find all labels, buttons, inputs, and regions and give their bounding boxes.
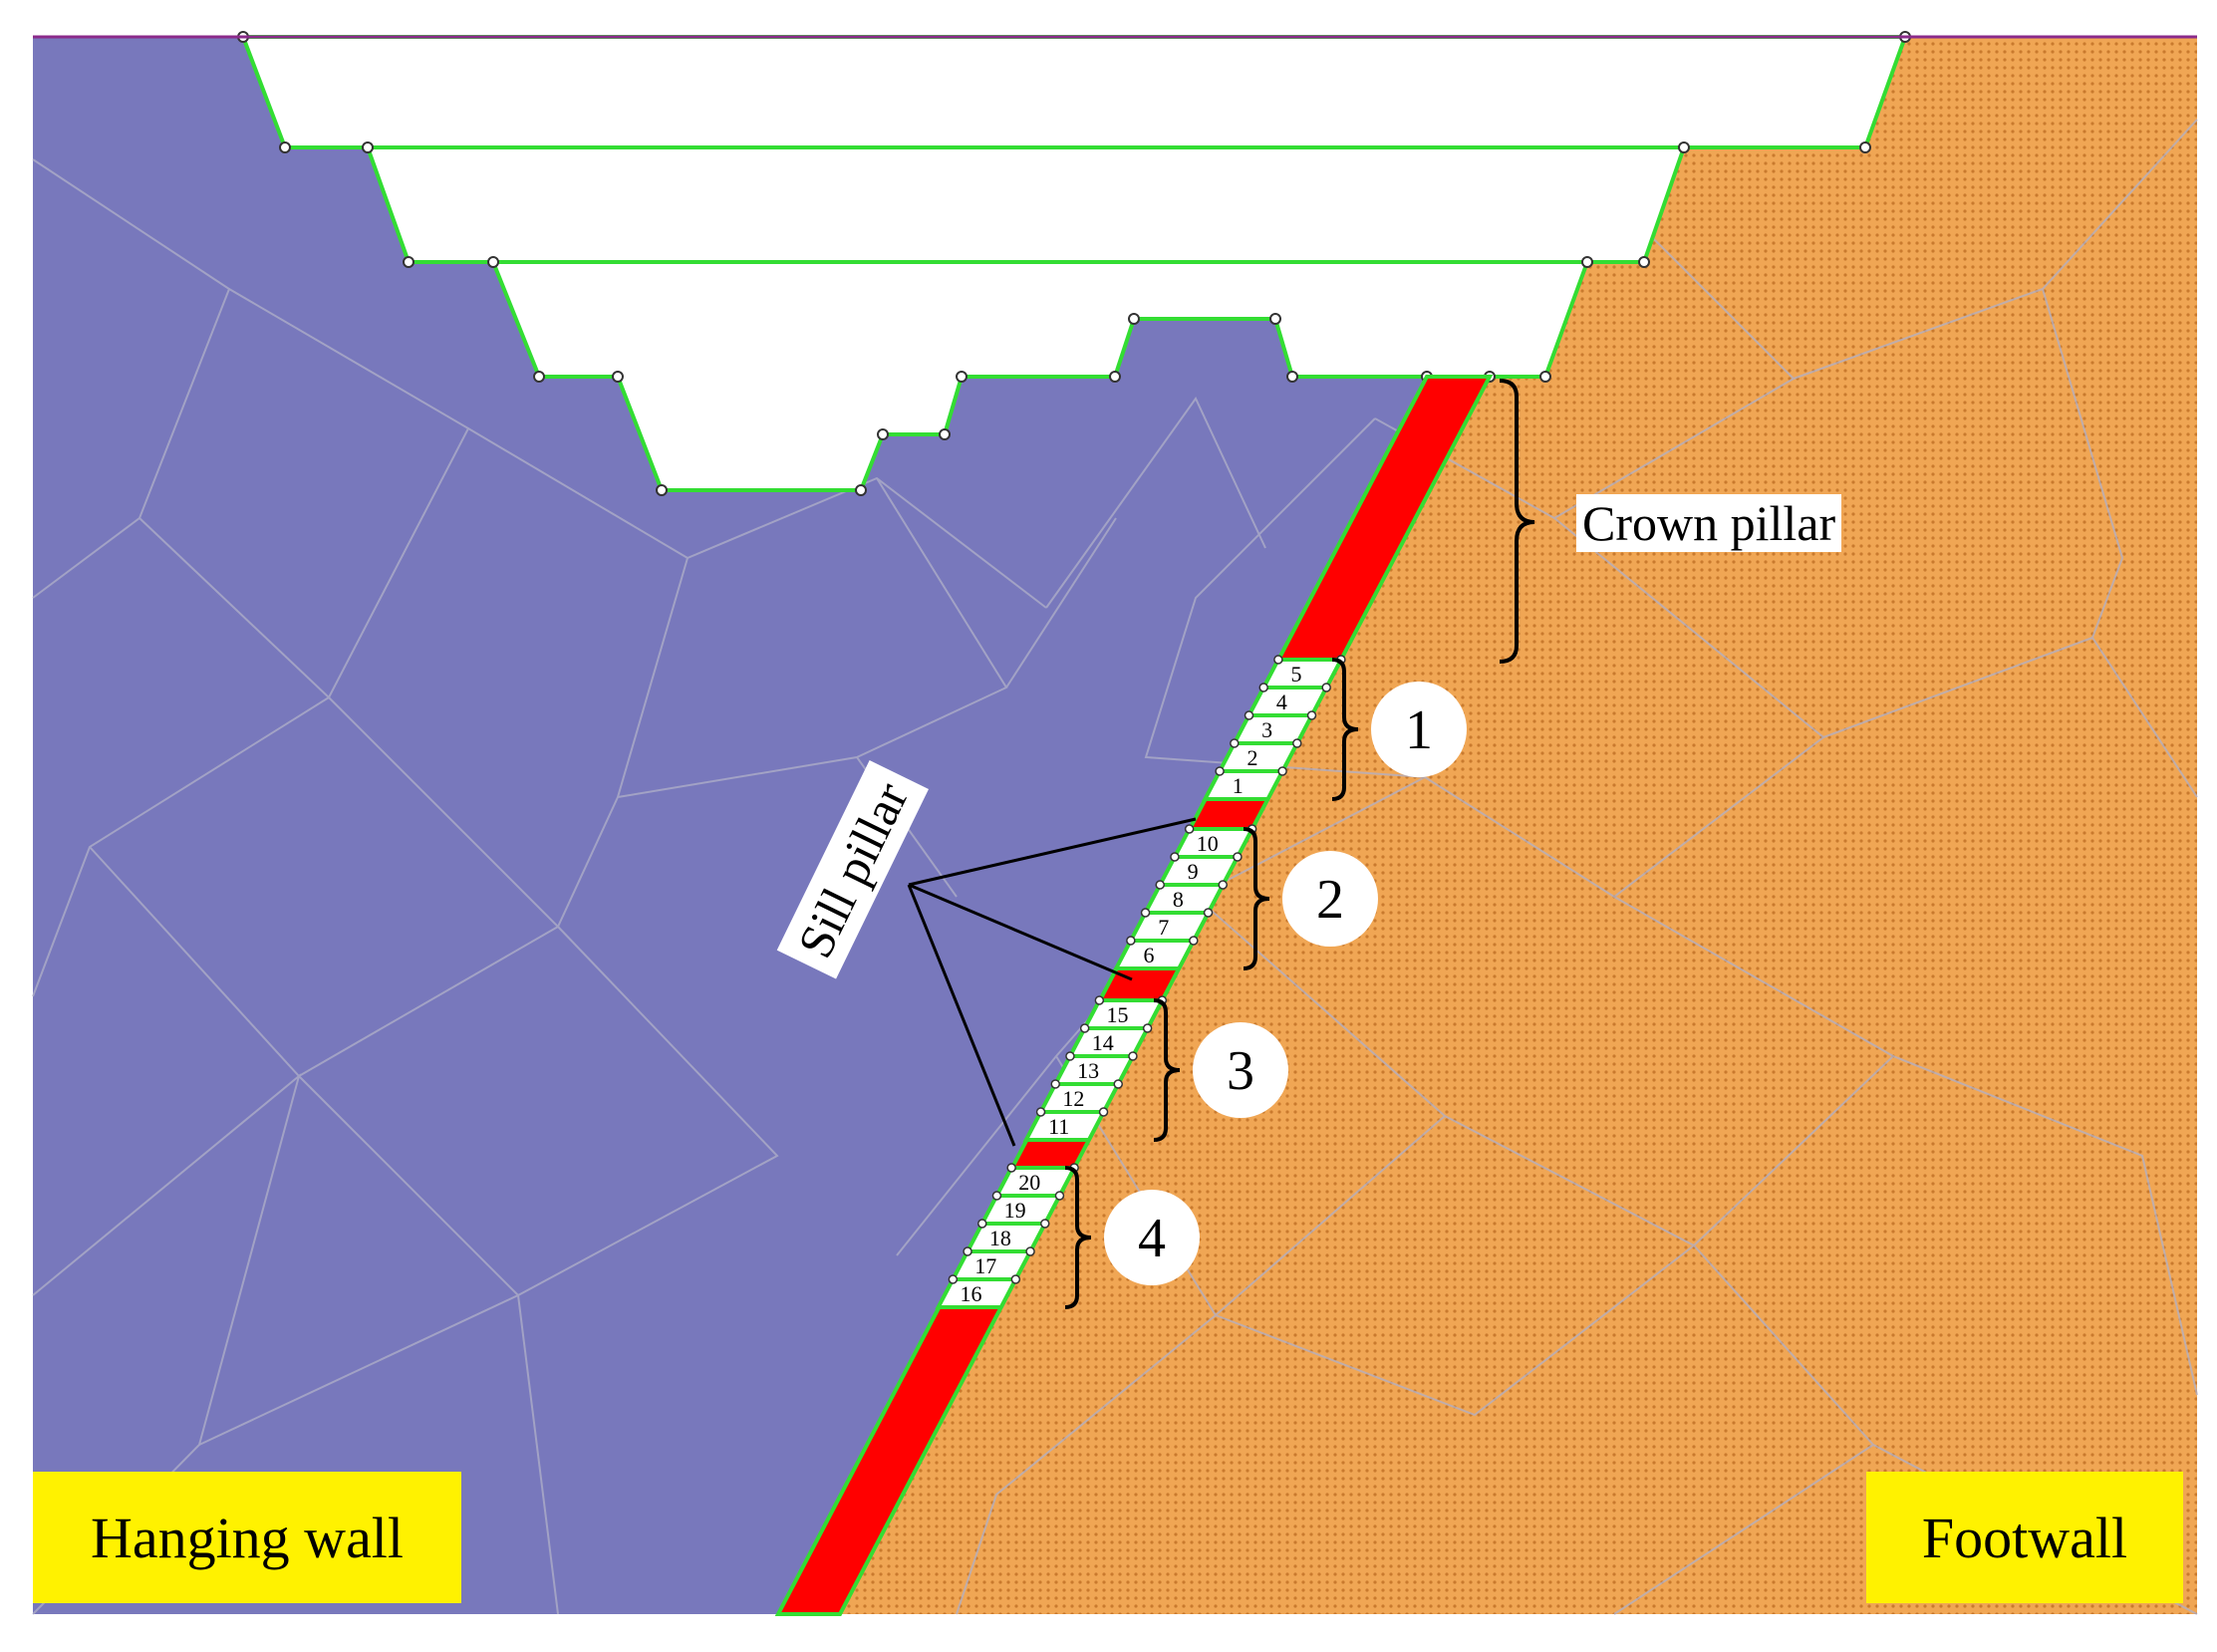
- stope-number: 5: [1291, 662, 1302, 687]
- group-circle: [1371, 682, 1467, 777]
- group-circle: [1282, 851, 1378, 947]
- stope-number: 8: [1173, 887, 1184, 912]
- stope-vertex: [1292, 738, 1302, 748]
- group-bracket: [1331, 658, 1359, 801]
- stope-vertex: [1079, 1023, 1090, 1033]
- group-circle: [1193, 1022, 1288, 1118]
- stope-number: 16: [961, 1281, 982, 1306]
- stope-vertex: [1098, 1107, 1109, 1117]
- stope-number: 17: [974, 1253, 996, 1278]
- stope-number: 7: [1158, 915, 1169, 940]
- stope-vertex: [1189, 936, 1199, 946]
- stope-cell: [1231, 713, 1315, 745]
- stope-vertex: [1142, 1023, 1153, 1033]
- group-bracket: [1153, 998, 1181, 1142]
- stope-vertex: [1155, 880, 1165, 890]
- stope-cell: [935, 1277, 1019, 1309]
- stope-vertex: [1140, 908, 1151, 918]
- stope-number: 18: [989, 1226, 1011, 1250]
- footwall-label: Footwall: [1866, 1472, 2183, 1603]
- stope-vertex: [1128, 1051, 1138, 1061]
- stope-vertex: [1126, 936, 1136, 946]
- stope-vertex: [1321, 683, 1331, 692]
- stope-cell: [1246, 686, 1330, 717]
- hanging-wall-region: [33, 37, 1490, 1614]
- stope-cell: [1259, 658, 1345, 689]
- stope-vertex: [1113, 1079, 1123, 1089]
- stope-vertex: [1258, 683, 1268, 692]
- stope-number: 4: [1276, 689, 1287, 714]
- stope-number: 11: [1048, 1114, 1069, 1139]
- stope-vertex: [948, 1274, 959, 1284]
- group-bracket: [1243, 827, 1270, 970]
- group-bracket: [1064, 1166, 1092, 1309]
- stope-number: 3: [1261, 717, 1272, 742]
- stope-vertex: [1184, 824, 1195, 834]
- stope-number: 6: [1144, 943, 1155, 967]
- stope-number: 20: [1018, 1170, 1040, 1195]
- stope-number: 1: [1233, 773, 1244, 798]
- stope-number: 14: [1092, 1030, 1114, 1055]
- mesh-lines: [32, 119, 2198, 1615]
- stope-vertex: [1054, 1191, 1065, 1201]
- stope-vertex: [1094, 995, 1105, 1005]
- stope-number: 19: [1004, 1198, 1026, 1223]
- group-number: 3: [1227, 1040, 1254, 1102]
- stope-vertex: [963, 1246, 972, 1256]
- stope-vertex: [977, 1219, 987, 1229]
- stope-cell: [1022, 1110, 1107, 1142]
- group-circle: [1104, 1190, 1200, 1285]
- stope-vertex: [1040, 1219, 1050, 1229]
- stope-vertex: [1035, 1107, 1046, 1117]
- sill-pillar-pointers: [907, 817, 1197, 1147]
- group-number: 2: [1316, 869, 1344, 931]
- stope-number: 13: [1077, 1058, 1099, 1083]
- stope-cell: [1156, 855, 1242, 887]
- stope-vertex: [1218, 880, 1228, 890]
- stope-cell: [1202, 769, 1286, 801]
- stope-vertex: [1006, 1163, 1016, 1173]
- stope-vertex: [1230, 738, 1240, 748]
- stope-vertex: [1050, 1079, 1060, 1089]
- crown-pillar-label: Crown pillar: [1576, 494, 1842, 552]
- stope-cell: [1112, 939, 1198, 970]
- stope-vertex: [1273, 655, 1283, 665]
- stope-vertex: [1065, 1051, 1075, 1061]
- stope-vertex: [1215, 766, 1225, 776]
- stope-vertex: [1203, 908, 1214, 918]
- stope-cell: [1142, 883, 1227, 915]
- stope-number: 2: [1247, 745, 1257, 770]
- stope-vertex: [1010, 1274, 1021, 1284]
- stope-vertex: [991, 1191, 1002, 1201]
- hanging-wall-label: Hanging wall: [33, 1472, 461, 1603]
- stope-vertex: [1170, 852, 1180, 862]
- stope-number: 9: [1188, 859, 1199, 884]
- group-number: 4: [1138, 1208, 1166, 1269]
- stope-vertex: [1244, 710, 1254, 720]
- crown-pillar-bracket: [1499, 379, 1535, 664]
- stope-cell: [1127, 911, 1212, 943]
- stope-vertex: [1277, 766, 1287, 776]
- stope-cell: [1216, 741, 1301, 773]
- stope-vertex: [1306, 710, 1317, 720]
- group-number: 1: [1405, 699, 1433, 761]
- stope-number: 15: [1107, 1002, 1129, 1027]
- stope-number: 10: [1197, 831, 1219, 856]
- stope-vertex: [1233, 852, 1243, 862]
- stope-number: 12: [1062, 1086, 1084, 1111]
- stope-vertex: [1025, 1246, 1035, 1256]
